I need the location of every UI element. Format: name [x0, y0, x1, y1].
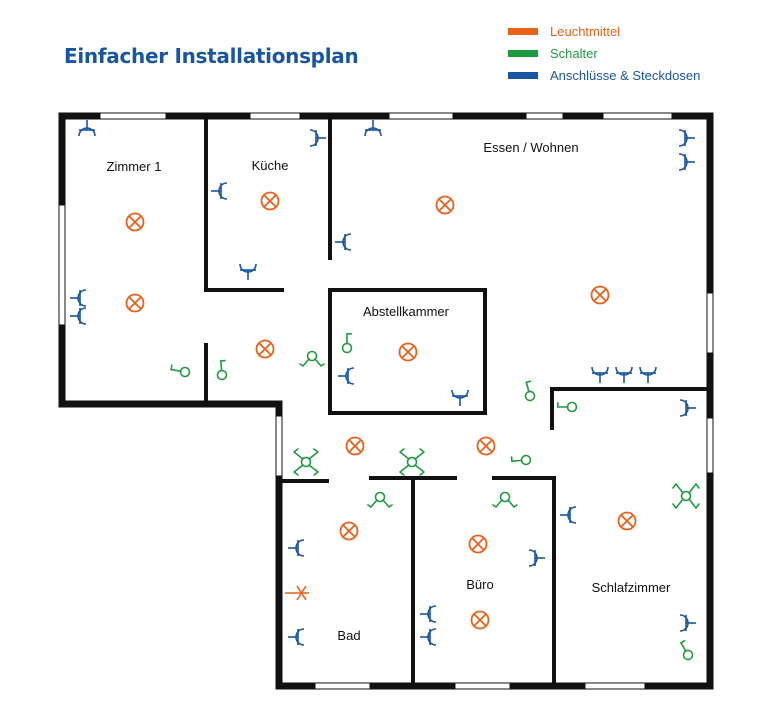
- outlet-icon: [615, 366, 633, 383]
- window: [706, 292, 714, 354]
- legend-label-schalter: Schalter: [550, 45, 598, 61]
- outlet-icon: [560, 506, 577, 524]
- window: [525, 112, 564, 120]
- light-fixture-icon: [125, 212, 145, 232]
- window: [706, 417, 714, 474]
- switch-icon: [399, 448, 425, 476]
- legend-item-schalter: Schalter: [508, 42, 700, 64]
- outlet-icon: [420, 605, 437, 623]
- switch-icon: [492, 491, 518, 509]
- outlet-icon: [364, 120, 382, 137]
- outlet-icon: [528, 549, 545, 567]
- switch-icon: [524, 380, 536, 402]
- outlet-icon: [639, 366, 657, 383]
- outlet-icon: [679, 614, 696, 632]
- light-fixture-icon: [476, 436, 496, 456]
- symbols: [70, 120, 700, 661]
- switch-icon: [672, 483, 700, 509]
- outlet-icon: [70, 307, 87, 325]
- window: [99, 112, 167, 120]
- switch-icon: [679, 639, 694, 661]
- outlet-icon: [591, 366, 609, 383]
- outlet-icon: [70, 289, 87, 307]
- outlet-icon: [679, 399, 696, 417]
- outlet-icon: [678, 153, 695, 171]
- windows: [58, 112, 714, 690]
- outlet-icon: [211, 182, 228, 200]
- light-fixture-icon: [470, 610, 490, 630]
- switch-icon: [216, 359, 228, 381]
- room-label-schlafzimmer: Schlafzimmer: [592, 580, 671, 595]
- legend-swatch-leuchtmittel: [508, 27, 538, 35]
- room-label-essen: Essen / Wohnen: [483, 140, 578, 155]
- legend: Leuchtmittel Schalter Anschlüsse & Steck…: [508, 20, 700, 86]
- walls: [58, 112, 714, 690]
- light-fixture-icon: [345, 436, 365, 456]
- outlet-icon: [78, 120, 96, 137]
- light-fixture-icon: [398, 342, 418, 362]
- legend-item-leuchtmittel: Leuchtmittel: [508, 20, 700, 42]
- window: [602, 112, 673, 120]
- switch-icon: [367, 491, 393, 509]
- legend-label-anschluesse: Anschlüsse & Steckdosen: [550, 67, 701, 83]
- window: [454, 682, 511, 690]
- outlet-icon: [288, 628, 305, 646]
- legend-item-anschluesse: Anschlüsse & Steckdosen: [508, 64, 700, 86]
- room-label-bad: Bad: [337, 628, 360, 643]
- window: [388, 112, 454, 120]
- legend-label-leuchtmittel: Leuchtmittel: [550, 23, 621, 39]
- legend-swatch-schalter: [508, 49, 538, 57]
- window: [584, 682, 646, 690]
- window: [249, 112, 301, 120]
- light-fixture-icon: [617, 511, 637, 531]
- switch-icon: [341, 333, 353, 354]
- room-label-abstellkammer: Abstellkammer: [363, 304, 450, 319]
- switch-icon: [299, 350, 325, 368]
- outlet-icon: [335, 233, 352, 251]
- light-fixture-icon: [125, 293, 145, 313]
- outlet-icon: [678, 129, 695, 147]
- page-title: Einfacher Installationsplan: [64, 44, 359, 68]
- outlet-icon: [309, 129, 326, 147]
- light-fixture-icon: [260, 191, 280, 211]
- room-label-buero: Büro: [466, 577, 493, 592]
- light-fixture-icon: [255, 339, 275, 359]
- room-label-zimmer1: Zimmer 1: [107, 159, 162, 174]
- switch-icon: [293, 448, 319, 476]
- window: [58, 204, 66, 326]
- light-fixture-icon: [590, 285, 610, 305]
- light-fixture-icon: [339, 521, 359, 541]
- outlet-icon: [338, 367, 355, 385]
- room-labels: Zimmer 1 Küche Essen / Wohnen Abstellkam…: [107, 140, 671, 643]
- outlet-icon: [239, 263, 257, 280]
- outlet-icon: [288, 539, 305, 557]
- light-fixture-icon: [468, 534, 488, 554]
- light-fixture-icon: [435, 195, 455, 215]
- switch-icon: [557, 401, 578, 413]
- room-label-kueche: Küche: [252, 158, 289, 173]
- switch-icon: [510, 454, 532, 466]
- switch-icon: [170, 364, 191, 378]
- window: [314, 682, 371, 690]
- outlet-icon: [451, 389, 469, 406]
- outlet-icon: [420, 628, 437, 646]
- legend-swatch-anschluesse: [508, 71, 538, 79]
- window: [275, 415, 283, 477]
- connector-icon: [285, 585, 309, 601]
